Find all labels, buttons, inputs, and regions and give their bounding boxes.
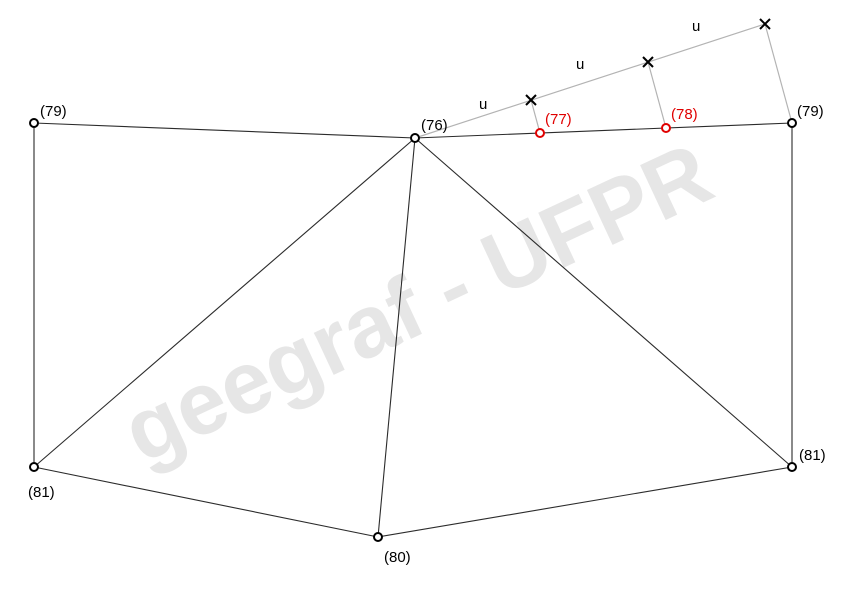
network-edges — [33, 122, 793, 538]
division-label-u1: u — [479, 96, 487, 113]
edge-76-81-left — [33, 137, 416, 468]
node-label-78: (78) — [671, 106, 698, 123]
division-label-u2: u — [576, 56, 584, 73]
edge-76-79 — [414, 122, 793, 139]
construction-projection-78 — [647, 61, 667, 129]
edge-79-76 — [33, 122, 416, 139]
edge-76-80 — [377, 137, 416, 538]
division-marks — [525, 18, 771, 106]
node-label-77: (77) — [545, 111, 572, 128]
construction-lines — [414, 23, 793, 139]
node-77 — [535, 128, 545, 138]
edge-81-80-left — [33, 466, 379, 538]
x-mark-icon — [525, 94, 537, 106]
node-label-81-left: (81) — [28, 484, 55, 501]
nodes — [29, 118, 797, 542]
node-76 — [410, 133, 420, 143]
edge-80-81-right — [377, 466, 793, 538]
division-label-u3: u — [692, 18, 700, 35]
construction-ray — [414, 23, 766, 139]
node-label-76: (76) — [421, 117, 448, 134]
x-mark-icon — [642, 56, 654, 68]
edge-76-81-right — [414, 137, 793, 468]
node-label-80: (80) — [384, 549, 411, 566]
watermark: geegraf - UFPR — [108, 123, 726, 481]
construction-projection-79 — [764, 23, 793, 124]
node-80 — [373, 532, 383, 542]
node-label-79-right: (79) — [797, 103, 824, 120]
node-81-left — [29, 462, 39, 472]
x-mark-icon — [759, 18, 771, 30]
node-label-79-left: (79) — [40, 103, 67, 120]
node-79-left — [29, 118, 39, 128]
node-label-81-right: (81) — [799, 447, 826, 464]
node-79-right — [787, 118, 797, 128]
node-78 — [661, 123, 671, 133]
construction-projection-77 — [530, 99, 541, 134]
node-81-right — [787, 462, 797, 472]
